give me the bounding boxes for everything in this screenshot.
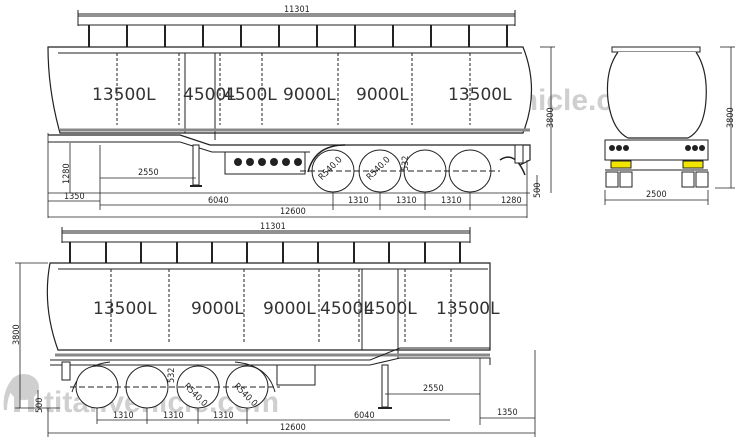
total-length-dim: 12600 (280, 423, 306, 433)
compartment-capacity: 4500L (224, 85, 277, 105)
rear-height-dim: 3800 (726, 107, 736, 128)
compartment-capacity: 4500L (183, 85, 236, 105)
compartment-capacity: 4500L (320, 299, 373, 319)
front-overhang-dim: 1350 (497, 408, 518, 418)
compartment-capacity: 13500L (436, 299, 500, 319)
walkway-length-dim: 11301 (260, 222, 286, 232)
compartment-capacity: 4500L (364, 299, 417, 319)
compartment-capacity: 13500L (92, 85, 156, 105)
compartment-capacity: 13500L (448, 85, 512, 105)
bumper-height-dim: 500 (35, 398, 45, 413)
axle-spacing-dim: 1310 (396, 196, 417, 206)
rear-lamp-left (610, 160, 632, 169)
axle-spacing-dim: 1310 (213, 411, 234, 421)
compartment-capacity: 9000L (283, 85, 336, 105)
overall-height-dim: 3800 (12, 324, 22, 345)
axle-spacing-dim: 1310 (441, 196, 462, 206)
wheel-clearance-dim: 532 (401, 156, 411, 171)
kingpin-to-axle-dim: 6040 (208, 196, 229, 206)
side-view-top: 11301 13500L 4500L 450 (47, 5, 556, 218)
landing-gear-dim: 2550 (423, 384, 444, 394)
overall-height-dim: 3800 (546, 107, 556, 128)
axle-spacing-dim: 1310 (163, 411, 184, 421)
axle-spacing-dim: 1310 (348, 196, 369, 206)
landing-gear-dim: 2550 (138, 168, 159, 178)
kingpin-to-axle-dim: 6040 (354, 411, 375, 421)
kingpin-height-dim: 1280 (62, 163, 72, 184)
rear-view: 2500 3800 (604, 46, 736, 205)
side-view-bottom: 11301 13500L 9000L 9000L 4500L 4500L (12, 222, 536, 437)
front-overhang-dim: 1350 (64, 192, 85, 202)
walkway-length-dim: 11301 (284, 5, 310, 15)
compartment-capacity: 13500L (93, 299, 157, 319)
compartment-capacity: 9000L (356, 85, 409, 105)
elephant-logo-icon (3, 374, 39, 412)
wheel-clearance-dim: 532 (167, 368, 177, 383)
rear-width-dim: 2500 (646, 190, 667, 200)
compartment-capacity: 9000L (191, 299, 244, 319)
axle-spacing-dim: 1310 (113, 411, 134, 421)
rear-overhang-dim: 1280 (501, 196, 522, 206)
total-length-dim: 12600 (280, 207, 306, 217)
rear-lamp-right (682, 160, 704, 169)
compartment-capacity: 9000L (263, 299, 316, 319)
bumper-height-dim: 500 (533, 183, 543, 198)
